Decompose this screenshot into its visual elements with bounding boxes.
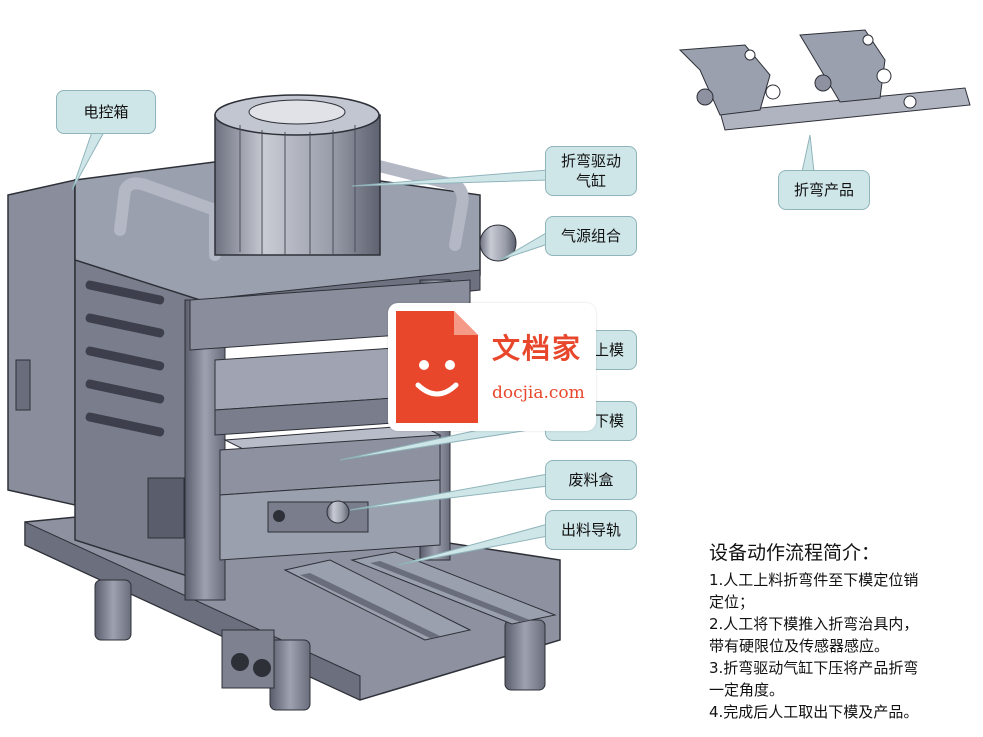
description-line: 定位； [709,593,755,611]
watermark-brand: 文档家 [492,332,583,365]
description-line: 4.完成后人工取出下模及产品。 [709,703,919,721]
callout-scrap-box: 废料盒 [545,460,637,500]
label-upper-die: 上模 [593,341,624,359]
label-discharge-rail: 出料导轨 [560,521,621,539]
callout-bend-cylinder: 折弯驱动 气缸 [545,146,637,196]
callout-bend-product: 折弯产品 [778,170,870,210]
label-bend-product: 折弯产品 [793,181,854,199]
watermark: 文档家 docjia.com [388,303,596,431]
document-icon [396,311,478,423]
description-line: 1.人工上料折弯件至下模定位销 [709,571,919,589]
label-bend-cylinder: 折弯驱动 气缸 [560,152,621,190]
description-title: 设备动作流程简介： [709,542,881,564]
bend-product-illustration [678,29,971,131]
callout-air-source: 气源组合 [545,216,637,256]
bend-cylinder [214,94,381,256]
description-line: 2.人工将下模推入折弯治具内， [709,615,919,633]
description-line: 3.折弯驱动气缸下压将产品折弯 [709,659,919,677]
label-scrap-box: 废料盒 [568,471,614,489]
callout-discharge-rail: 出料导轨 [545,510,637,550]
watermark-url: docjia.com [492,383,585,403]
description-line: 带有硬限位及传感器感应。 [709,637,890,655]
discharge-rails [283,551,557,641]
pointer-bend-product [801,134,815,173]
description-line: 一定角度。 [709,681,785,699]
label-air-source: 气源组合 [560,227,621,245]
callout-control-box: 电控箱 [56,90,156,134]
process-description: 设备动作流程简介： 1.人工上料折弯件至下模定位销 定位； 2.人工将下模推入折… [709,538,981,723]
label-control-box: 电控箱 [83,103,129,121]
label-lower-die: 下模 [593,412,624,430]
